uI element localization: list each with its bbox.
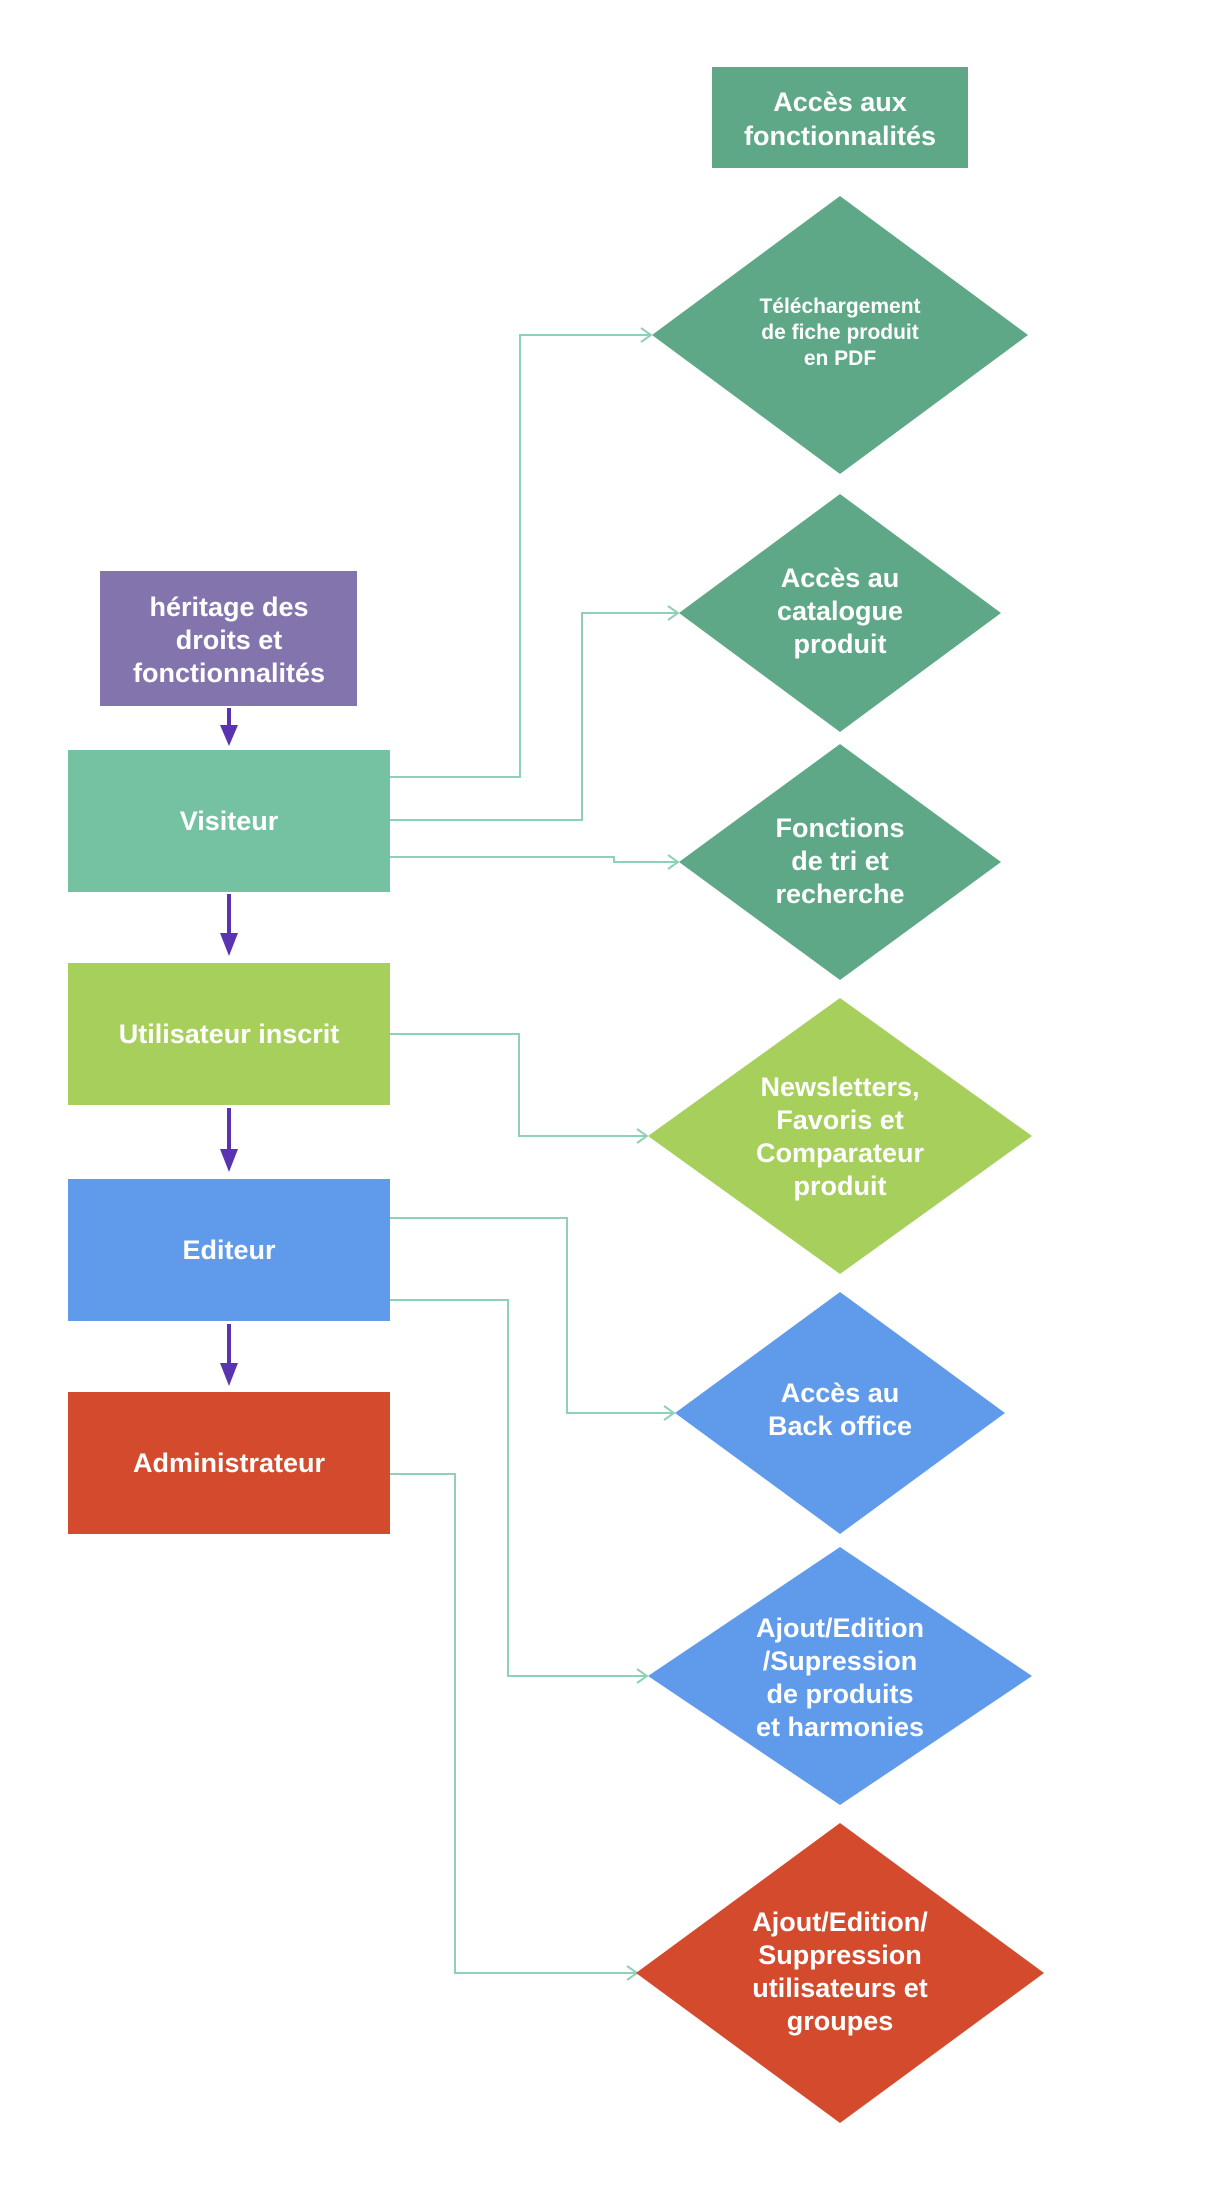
inheritance-arrows [220,708,238,1386]
header-title-line: Accès aux [773,87,907,117]
feature-label-line: en PDF [804,347,877,370]
role-box-shape [68,1179,390,1321]
heritage-label-line: fonctionnalités [133,658,325,688]
feature-label-line: Téléchargement [759,295,920,318]
feature-diamond-telechargement: Téléchargement de fiche produit en PDF [652,196,1028,474]
feature-label-line: Newsletters, [760,1072,919,1102]
diamond-shape [679,494,1001,732]
feature-label-line: Fonctions [776,813,905,843]
feature-label-line: et harmonies [756,1712,924,1742]
role-box-administrateur: Administrateur [68,1392,390,1534]
feature-label-line: produit [794,629,887,659]
diamond-shape [675,1292,1005,1534]
heritage-label-line: héritage des [149,592,308,622]
role-box-shape [68,1392,390,1534]
diamond-shape [636,1823,1044,2123]
diamond-shape [648,998,1032,1274]
heritage-label-line: droits et [176,625,283,655]
feature-label-line: Ajout/Edition [756,1613,924,1643]
feature-diamond-catalogue: Accès au catalogue produit [679,494,1001,732]
connector-visiteur-catalogue [390,613,678,821]
header-box: Accès aux fonctionnalités [712,67,968,168]
connectors [390,335,678,1973]
feature-label-line: Comparateur [756,1138,925,1168]
connector-utilisateur-newsletters [390,1033,647,1136]
feature-diamond-tri: Fonctions de tri et recherche [679,744,1001,980]
diamond-shape [652,196,1028,474]
connector-admin-utilisateurs [390,1473,637,1973]
role-label: Visiteur [180,806,279,836]
connector-editeur-backoffice [390,1217,674,1413]
feature-label-line: utilisateurs et [752,1973,928,2003]
feature-diamond-produits: Ajout/Edition /Supression de produits et… [648,1547,1032,1805]
feature-label-line: de fiche produit [761,321,919,344]
feature-diamond-backoffice: Accès au Back office [675,1292,1005,1534]
connector-editeur-produits [390,1299,647,1676]
feature-diamond-utilisateurs: Ajout/Edition/ Suppression utilisateurs … [636,1823,1044,2123]
feature-label-line: de produits [767,1679,914,1709]
role-box-utilisateur: Utilisateur inscrit [68,963,390,1105]
feature-label-line: Favoris et [776,1105,904,1135]
feature-label-line: Back office [768,1411,912,1441]
diamond-shape [648,1547,1032,1805]
role-box-visiteur: Visiteur [68,750,390,892]
role-label: Editeur [182,1235,276,1265]
feature-label-line: Accès au [781,563,900,593]
feature-diamond-newsletters: Newsletters, Favoris et Comparateur prod… [648,998,1032,1274]
feature-label-line: Ajout/Edition/ [752,1907,928,1937]
inherit-arrow-utilisateur-editeur [220,1108,238,1172]
header-box-shape [712,67,968,168]
feature-label-line: recherche [775,879,904,909]
feature-label-line: produit [794,1171,887,1201]
heritage-box-shape [100,571,357,706]
role-box-shape [68,750,390,892]
role-box-shape [68,963,390,1105]
heritage-box: héritage des droits et fonctionnalités [100,571,357,706]
role-box-editeur: Editeur [68,1179,390,1321]
role-label: Utilisateur inscrit [119,1019,340,1049]
role-label: Administrateur [133,1448,326,1478]
feature-label-line: /Supression [763,1646,918,1676]
connector-visiteur-tri [390,857,678,862]
feature-label-line: de tri et [791,846,889,876]
connector-visiteur-telechargement [390,335,651,778]
feature-label-line: Accès au [781,1378,900,1408]
header-title-line: fonctionnalités [744,121,936,151]
inherit-arrow-visiteur-utilisateur [220,894,238,956]
feature-label-line: Suppression [758,1940,922,1970]
feature-label-line: catalogue [777,596,903,626]
feature-label-line: groupes [787,2006,894,2036]
inherit-arrow-editeur-administrateur [220,1324,238,1386]
diamond-shape [679,744,1001,980]
inherit-arrow-heritage-visiteur [220,708,238,746]
